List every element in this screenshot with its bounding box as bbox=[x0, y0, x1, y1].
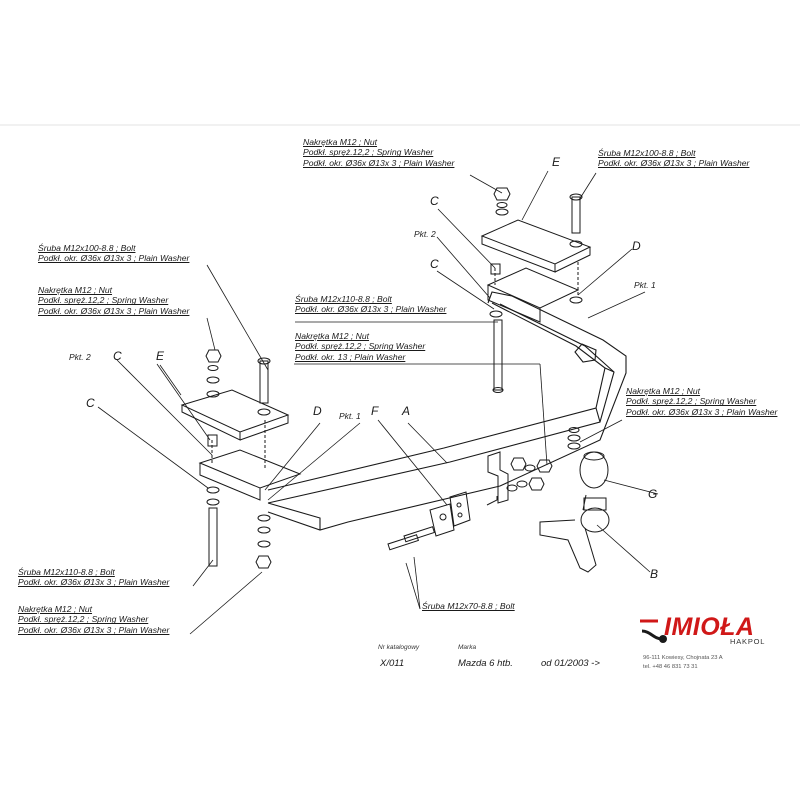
brand-value: Mazda 6 htb. bbox=[458, 658, 513, 669]
label-line: Podkł. okr. 13 ; Plain Washer bbox=[295, 351, 406, 362]
part-letter-a: A bbox=[402, 404, 411, 418]
part-letter-c-left-lower: C bbox=[86, 396, 95, 410]
part-letter-c-upper: C bbox=[430, 194, 439, 208]
ball-mount-group bbox=[387, 427, 610, 573]
date-value: od 01/2003 -> bbox=[541, 658, 600, 669]
label-line: Nakrętka M12 ; Nut bbox=[303, 137, 378, 147]
catalog-label: Nr katalogowy bbox=[378, 644, 420, 651]
logo-address: 96-111 Kowiesy, Chojnata 23 A bbox=[643, 655, 723, 661]
left-fasteners bbox=[205, 349, 272, 569]
label-line: Podkł. okr. Ø36x Ø13x 3 ; Plain Washer bbox=[18, 624, 170, 635]
brand-label: Marka bbox=[458, 644, 477, 651]
logo-name: IMIOŁA bbox=[664, 613, 755, 641]
label-line: Podkł. spręż.12,2 ; Spring Washer bbox=[626, 396, 757, 407]
label-line: Nakrętka M12 ; Nut bbox=[626, 386, 701, 396]
left-bracket bbox=[180, 389, 302, 501]
label-line: Podkł. spręż.12,2 ; Spring Washer bbox=[18, 614, 149, 625]
label-line: Śruba M12x110-8.8 ; Bolt bbox=[18, 567, 115, 577]
logo-phone: tel. +48 46 831 73 31 bbox=[643, 664, 698, 670]
label-line: Podkł. okr. Ø36x Ø13x 3 ; Plain Washer bbox=[295, 304, 447, 315]
part-letter-c-left: C bbox=[113, 349, 122, 363]
label-line: Podkł. okr. Ø36x Ø13x 3 ; Plain Washer bbox=[18, 577, 170, 588]
label-line: Podkł. okr. Ø36x Ø13x 3 ; Plain Washer bbox=[38, 253, 190, 264]
label-nut-mid: Nakrętka M12 ; Nut Podkł. spręż.12,2 ; S… bbox=[295, 331, 425, 362]
label-bolt-top-right: Śruba M12x100-8.8 ; Bolt Podkł. okr. Ø36… bbox=[598, 148, 749, 169]
point-label-pkt1-right: Pkt. 1 bbox=[634, 280, 656, 290]
label-line: Nakrętka M12 ; Nut bbox=[18, 604, 93, 614]
part-letter-b: B bbox=[650, 567, 659, 581]
label-nut-right: Nakrętka M12 ; Nut Podkł. spręż.12,2 ; S… bbox=[626, 386, 777, 417]
label-line: Nakrętka M12 ; Nut bbox=[295, 331, 370, 341]
leader-lines bbox=[97, 170, 659, 635]
point-label-pkt1-left: Pkt. 1 bbox=[339, 411, 361, 421]
label-nut-bottom-left: Nakrętka M12 ; Nut Podkł. spręż.12,2 ; S… bbox=[18, 604, 169, 635]
part-letter-e-right: E bbox=[552, 155, 561, 169]
label-line: Podkł. okr. Ø36x Ø13x 3 ; Plain Washer bbox=[303, 157, 455, 168]
label-line: Podkł. spręż.12,2 ; Spring Washer bbox=[38, 295, 169, 306]
label-line: Śruba M12x100-8.8 ; Bolt bbox=[598, 148, 696, 158]
label-line: Podkł. spręż.12,2 ; Spring Washer bbox=[303, 147, 434, 158]
right-fasteners bbox=[489, 187, 583, 393]
logo-sub: HAKPOL bbox=[730, 637, 766, 646]
part-letter-e-left: E bbox=[156, 349, 165, 363]
label-line: Podkł. okr. Ø36x Ø13x 3 ; Plain Washer bbox=[598, 158, 750, 169]
hitch-icon bbox=[640, 619, 667, 643]
label-line: Śruba M12x100-8.8 ; Bolt bbox=[38, 243, 136, 253]
label-bolt-bottom-left: Śruba M12x110-8.8 ; Bolt Podkł. okr. Ø36… bbox=[18, 567, 169, 588]
part-letter-c-lower: C bbox=[430, 257, 439, 271]
label-nut-left: Nakrętka M12 ; Nut Podkł. spręż.12,2 ; S… bbox=[38, 285, 189, 316]
part-letter-g: G bbox=[648, 487, 658, 501]
label-nut-top: Nakrętka M12 ; Nut Podkł. spręż.12,2 ; S… bbox=[303, 137, 454, 168]
catalog-value: X/011 bbox=[380, 658, 405, 669]
point-label-pkt2-right: Pkt. 2 bbox=[414, 229, 436, 239]
part-letter-f: F bbox=[371, 404, 379, 418]
label-line: Nakrętka M12 ; Nut bbox=[38, 285, 113, 295]
label-bolt-mid: Śruba M12x110-8.8 ; Bolt Podkł. okr. Ø36… bbox=[295, 294, 446, 315]
part-letter-d-right: D bbox=[632, 239, 641, 253]
label-bolt-bottom: Śruba M12x70-8.8 ; Bolt bbox=[422, 601, 515, 611]
label-line: Podkł. okr. Ø36x Ø13x 3 ; Plain Washer bbox=[38, 305, 190, 316]
label-line: Podkł. okr. Ø36x Ø13x 3 ; Plain Washer bbox=[626, 406, 778, 417]
right-bracket bbox=[480, 219, 592, 323]
point-label-pkt2-left: Pkt. 2 bbox=[69, 352, 91, 362]
label-line: Śruba M12x110-8.8 ; Bolt bbox=[295, 294, 392, 304]
label-bolt-left: Śruba M12x100-8.8 ; Bolt Podkł. okr. Ø36… bbox=[38, 243, 189, 264]
imiola-logo: IMIOŁA HAKPOL bbox=[636, 609, 786, 649]
crossbar-beam bbox=[267, 291, 627, 531]
part-letter-d-left: D bbox=[313, 404, 322, 418]
label-line: Podkł. spręż.12,2 ; Spring Washer bbox=[295, 341, 426, 352]
label-line: Śruba M12x70-8.8 ; Bolt bbox=[422, 601, 515, 611]
